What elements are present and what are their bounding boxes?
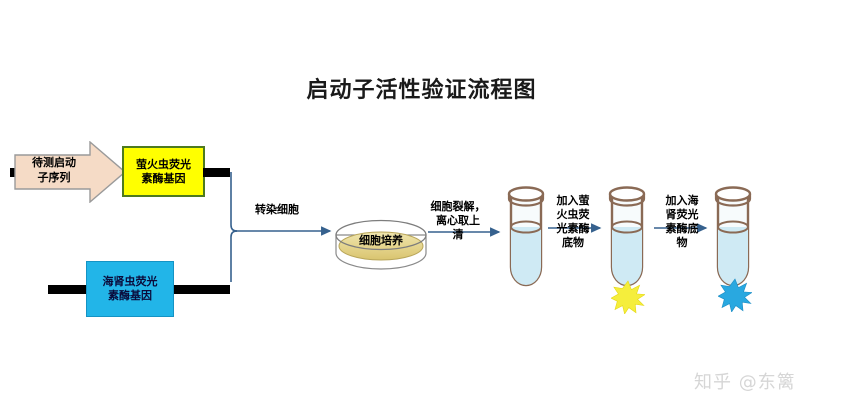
petri-dish [333, 219, 429, 279]
dna-backbone-left-bottom [48, 285, 90, 294]
test-tube-firefly [604, 183, 650, 291]
promoter-label: 待测启动 子序列 [18, 155, 90, 185]
promoter-label-line2: 子序列 [37, 171, 71, 184]
renilla-gene-label-line2: 素酶基因 [108, 289, 152, 302]
step-rluc-line4: 物 [676, 236, 688, 249]
step-fluc-line4: 底物 [562, 236, 584, 249]
promoter-arrow-shape [14, 141, 126, 203]
step-lysis-line3: 清 [452, 228, 464, 241]
step-label-renilla-substrate: 加入海 肾荧光 素酶底 物 [661, 194, 703, 250]
watermark: 知乎 @东篱 [694, 372, 796, 393]
petri-dish-label: 细胞培养 [359, 234, 403, 247]
renilla-luciferase-gene-box: 海肾虫荧光 素酶基因 [86, 261, 174, 317]
page-title: 启动子活性验证流程图 [306, 78, 537, 103]
renilla-gene-label-line1: 海肾虫荧光 [102, 275, 158, 288]
step-lysis-line1: 细胞裂解， [430, 200, 486, 213]
step-fluc-line1: 加入萤 [556, 194, 590, 207]
test-tube-renilla [710, 183, 756, 291]
step-transfect-line1: 转染细胞 [255, 203, 299, 216]
dna-backbone-right-top [203, 168, 230, 177]
renilla-glow-icon [717, 278, 753, 313]
step-label-lysis: 细胞裂解， 离心取上 清 [425, 200, 491, 242]
step-label-transfect: 转染细胞 [242, 203, 312, 217]
step-lysis-line2: 离心取上 [436, 214, 480, 227]
step-fluc-line2: 火虫荧 [556, 208, 590, 221]
step-rluc-line2: 肾荧光 [665, 208, 699, 221]
step-label-firefly-substrate: 加入萤 火虫荧 光素酶 底物 [552, 194, 594, 250]
step-rluc-line1: 加入海 [665, 194, 699, 207]
test-tube-lysate [503, 183, 549, 291]
step-rluc-line3: 素酶底 [665, 222, 699, 235]
dna-backbone-right-bottom [172, 285, 230, 294]
firefly-gene-label-line1: 萤火虫荧光 [136, 157, 191, 171]
step-fluc-line3: 光素酶 [556, 222, 590, 235]
firefly-glow-icon [610, 280, 646, 315]
promoter-label-line1: 待测启动 [32, 156, 76, 169]
firefly-gene-label-line2: 素酶基因 [141, 171, 186, 185]
